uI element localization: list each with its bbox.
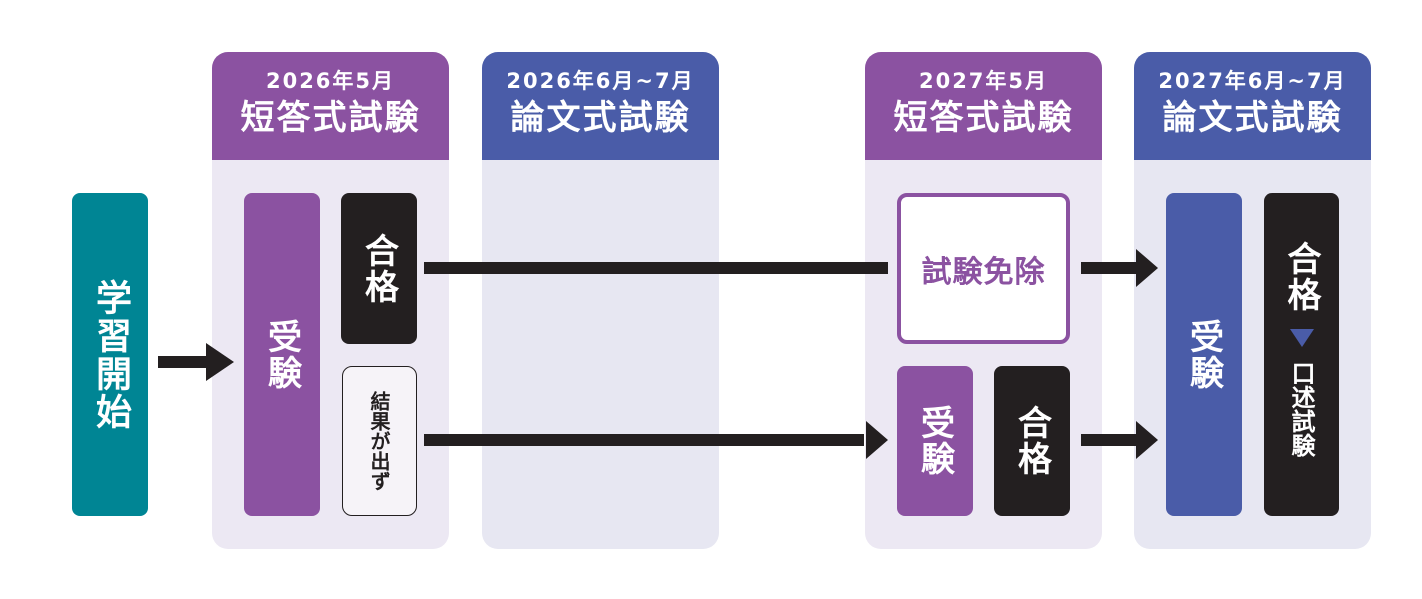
pass-label: 合格 (358, 232, 399, 305)
column-title: 論文式試験 (1162, 98, 1343, 138)
start-study-box: 学習開始 (72, 193, 148, 516)
arrow-head-icon (1136, 421, 1158, 459)
exam-label: 受験 (914, 405, 955, 477)
fail-to-retake-line (424, 434, 864, 446)
pass-box-2027: 合格 (994, 366, 1070, 516)
arrow-head-icon (1136, 249, 1158, 287)
arrow-head-icon (206, 343, 234, 381)
exempt-to-essay-line (1081, 262, 1137, 274)
exam-label: 受験 (261, 318, 302, 391)
pass-box-2026: 合格 (341, 193, 417, 344)
pass-label: 合格 (1011, 405, 1052, 477)
pass-to-exempt-line (424, 262, 888, 274)
pass-label: 合格 (1281, 241, 1321, 313)
column-header-2: 2026年6月~7月 論文式試験 (482, 52, 719, 160)
no-result-label: 結果が出ず (367, 391, 391, 491)
triangle-down-icon (1289, 329, 1314, 347)
start-study-label: 学習開始 (90, 278, 131, 431)
exam-label: 受験 (1183, 318, 1224, 391)
column-header-3: 2027年5月 短答式試験 (865, 52, 1102, 160)
essay-exam-box-2027: 受験 (1166, 193, 1242, 516)
exam-box-2027: 受験 (897, 366, 973, 516)
column-title: 論文式試験 (510, 98, 691, 138)
exam-exempt-box: 試験免除 (897, 193, 1070, 344)
column-date: 2027年5月 (918, 69, 1049, 93)
arrow-line (158, 356, 210, 368)
column-date: 2027年6月~7月 (1158, 69, 1347, 93)
column-title: 短答式試験 (893, 98, 1074, 138)
no-result-box-2026: 結果が出ず (342, 366, 417, 516)
column-date: 2026年6月~7月 (506, 69, 695, 93)
column-title: 短答式試験 (240, 98, 421, 138)
oral-exam-label: 口述試験 (1287, 361, 1315, 457)
exempt-label: 試験免除 (921, 254, 1046, 290)
column-header-4: 2027年6月~7月 論文式試験 (1134, 52, 1371, 160)
pass-to-essay-line (1081, 434, 1137, 446)
arrow-head-icon (866, 421, 888, 459)
column-header-1: 2026年5月 短答式試験 (212, 52, 449, 160)
column-date: 2026年5月 (265, 69, 396, 93)
exam-box-2026: 受験 (244, 193, 320, 516)
essay-pass-box-2027: 合格 口述試験 (1264, 193, 1339, 516)
